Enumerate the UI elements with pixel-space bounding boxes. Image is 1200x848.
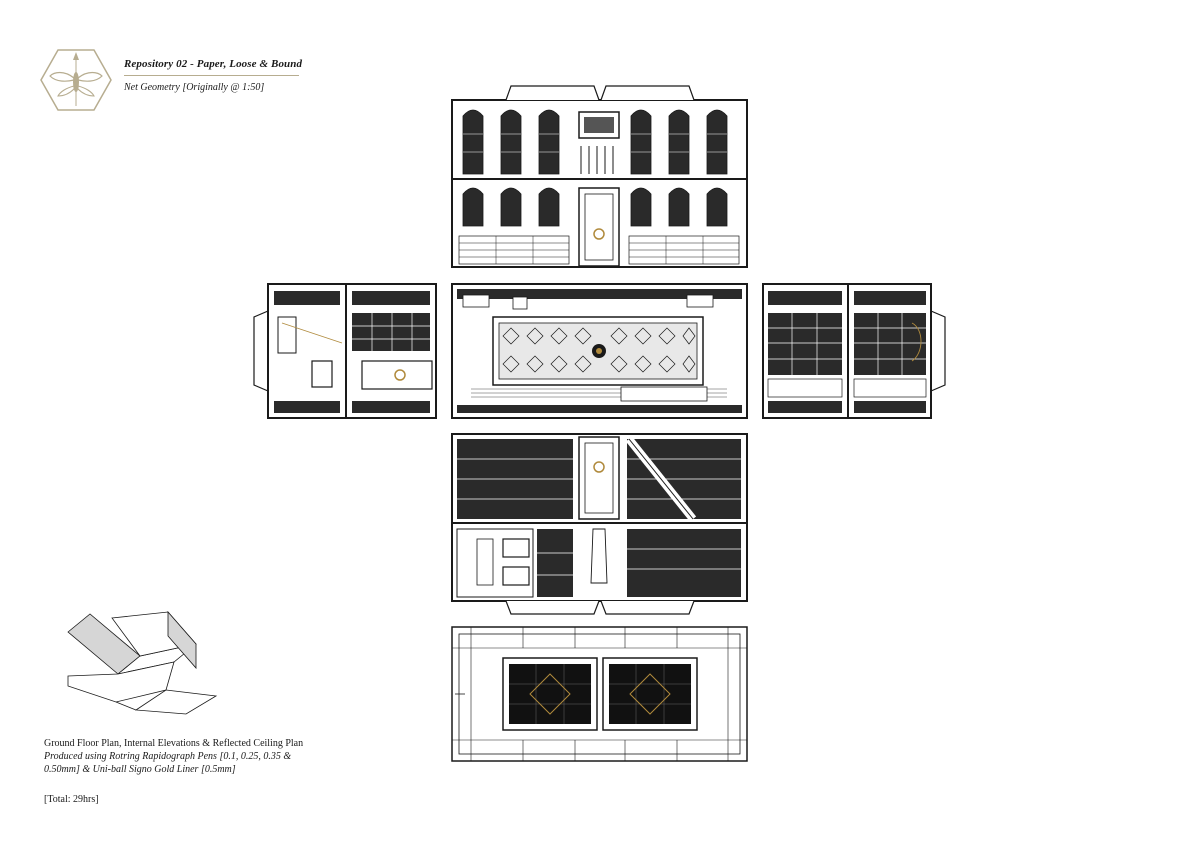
caption-materials-line-1: Produced using Rotring Rapidograph Pens … [44, 751, 292, 762]
hexagon-bee-emblem-icon [40, 48, 112, 112]
floor-plan-drawing [451, 283, 748, 419]
drawing-caption: Ground Floor Plan, Internal Elevations &… [44, 737, 324, 776]
top-elevation-drawing [451, 84, 748, 268]
drawing-title: Repository 02 - Paper, Loose & Bound [124, 58, 303, 70]
left-elevation-drawing [252, 283, 437, 419]
bottom-elevation-drawing [451, 433, 748, 616]
title-block: Repository 02 - Paper, Loose & Bound Net… [124, 58, 324, 93]
total-hours: [Total: 29hrs] [44, 794, 99, 805]
right-elevation-drawing [762, 283, 947, 419]
title-rule [124, 75, 299, 76]
caption-title: Ground Floor Plan, Internal Elevations &… [44, 738, 304, 749]
folded-net-isometric-icon [60, 610, 225, 718]
ceiling-plan-drawing [451, 626, 748, 762]
drawing-subtitle: Net Geometry [Originally @ 1:50] [124, 82, 265, 93]
caption-materials-line-2: 0.50mm] & Uni-ball Signo Gold Liner [0.5… [44, 764, 236, 775]
